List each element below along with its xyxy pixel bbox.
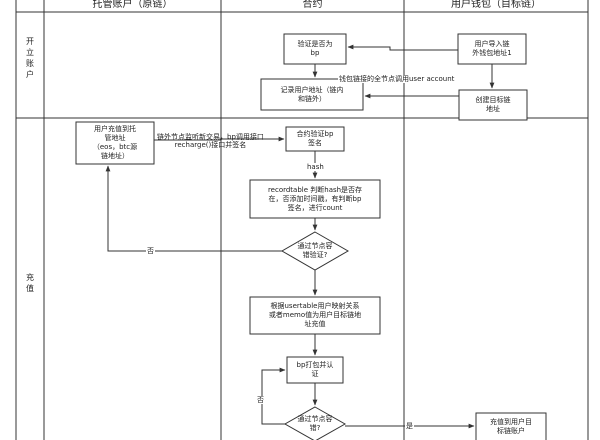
node-contract-verify-box [285,126,345,152]
node-create-target-box [458,89,528,121]
edge-import-to-verify [347,44,458,51]
node-user-import-box [457,33,527,65]
column-header-contract: 合约 [302,0,323,10]
edge-label-hash: hash [306,163,325,171]
column-header-user-wallet: 用户钱包（目标链） [451,0,541,10]
outer-frame [15,0,589,440]
node-recharge-target-box [475,412,547,440]
node-recordtable-box [249,179,381,219]
column-header-custody: 托管账户（原链） [92,0,173,10]
node-verify-bp-box [283,33,347,65]
lane-label-open-account: 开 立 账 户 [26,37,34,79]
edge-label-fullnode-call: 钱包链接的全节点调用user account [338,75,456,83]
edge-decision1-no [105,165,282,252]
edge-label-no1: 否 [146,247,155,255]
node-bp-confirm-box [286,356,344,384]
node-record-address-box [260,78,364,111]
edge-label-no2: 否 [256,396,265,404]
node-decision1-diamond [280,231,350,271]
node-usertable-box [249,296,381,335]
decision-nodes [280,231,350,440]
node-decision2-diamond [283,406,347,440]
edge-recharge-to-contract [154,136,285,142]
lane-label-recharge: 充 值 [26,273,34,293]
node-user-recharge-box [75,121,155,165]
edge-label-yes: 是 [405,422,414,430]
edge-decision2-no [261,367,286,425]
process-nodes [75,33,547,440]
edge-label-offchain-listen: 链外节点监听新交易，bp调用接口 recharge()接口并签名 [157,133,264,149]
